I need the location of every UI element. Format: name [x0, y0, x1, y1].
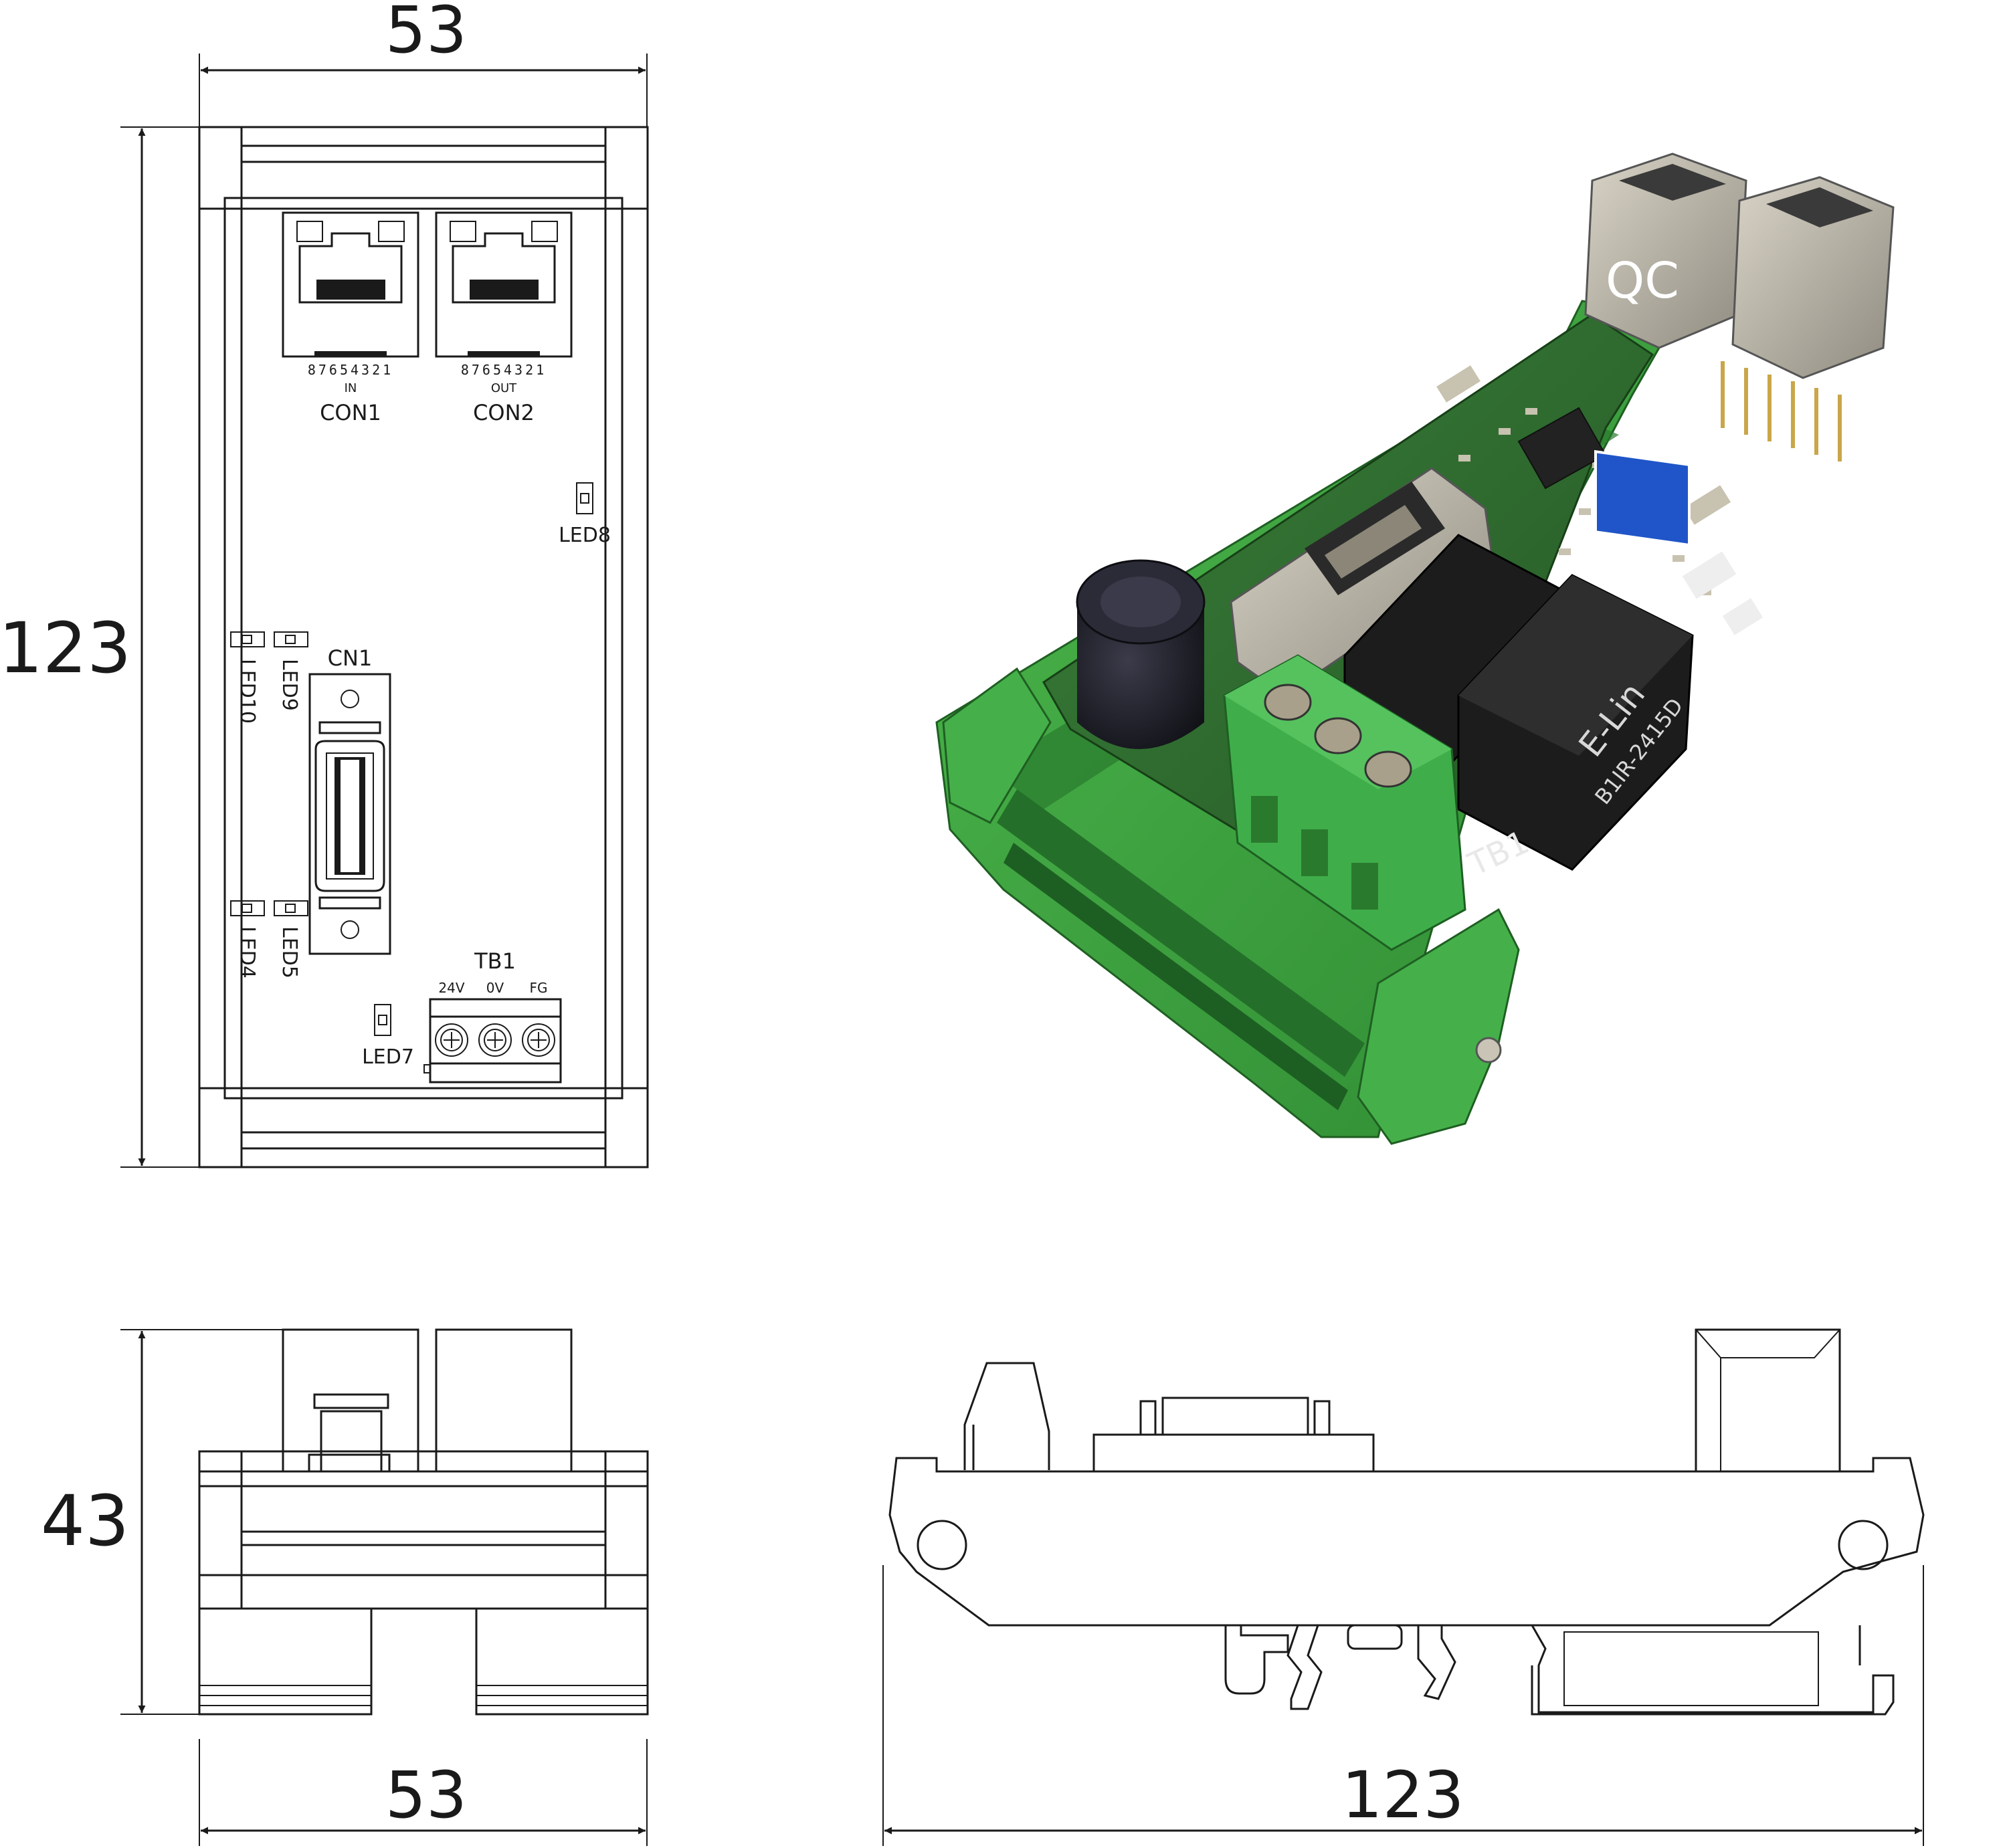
svg-text:LED10: LED10	[235, 659, 259, 724]
led4: LED4	[230, 900, 265, 979]
tb1-terminal-block: TB1 24V 0V FG	[423, 948, 562, 1084]
con2-pin-numbers: 87654321	[461, 362, 547, 378]
top-height-value: 123	[0, 607, 131, 689]
front-height-dimension: 43	[41, 1329, 284, 1715]
svg-text:CN1: CN1	[328, 645, 373, 671]
con1-rj45: 87654321 IN CON1	[282, 211, 419, 425]
svg-text:LED9: LED9	[278, 659, 301, 711]
con1-pin-numbers: 87654321	[308, 362, 393, 378]
tb1-24v-label: 24V	[438, 980, 464, 996]
led9: LED9	[274, 631, 308, 711]
side-view-body	[888, 1328, 1925, 1716]
top-view: 53 123 8	[0, 0, 649, 1168]
con2-rj45: 87654321 OUT CON2	[435, 211, 573, 425]
pcb-small-components	[1436, 365, 1731, 595]
front-view: 43 53	[41, 1328, 649, 1846]
top-width-dimension: 53	[199, 0, 648, 127]
con1-sub-label: IN	[345, 381, 357, 395]
qc-sticker: QC	[1606, 252, 1679, 310]
product-photo: QC E-Lin B1IR-2415D	[935, 152, 1895, 1145]
tb1-0v-label: 0V	[486, 980, 504, 996]
con2-label: CON2	[473, 400, 535, 425]
svg-text:LED7: LED7	[362, 1045, 414, 1069]
electrolytic-capacitor	[1076, 559, 1206, 749]
led8: LED8	[559, 482, 611, 547]
front-width-dimension: 53	[199, 1739, 648, 1846]
svg-text:LED4: LED4	[235, 926, 259, 979]
led10: LED10	[230, 631, 265, 724]
tb1-fg-label: FG	[529, 980, 547, 996]
top-width-value: 53	[385, 0, 467, 68]
top-height-dimension: 123	[0, 126, 201, 1168]
dcdc-modules: E-Lin B1IR-2415D	[1343, 534, 1694, 871]
svg-text:LED5: LED5	[278, 926, 301, 979]
svg-text:TB1: TB1	[474, 948, 516, 974]
pin-header	[1721, 361, 1842, 461]
front-width-value: 53	[385, 1758, 467, 1833]
rail-end-cap	[1357, 908, 1520, 1145]
led5: LED5	[274, 900, 308, 979]
photo-cn1-connector	[1230, 467, 1493, 697]
side-view: 123	[882, 1328, 1925, 1846]
con1-label: CON1	[320, 400, 381, 425]
side-length-dimension: 123	[882, 1565, 1924, 1846]
photo-terminal-block: TB1	[1223, 654, 1535, 951]
svg-text:LED8: LED8	[559, 524, 611, 547]
side-length-value: 123	[1341, 1758, 1464, 1833]
front-view-body	[198, 1328, 649, 1716]
con2-sub-label: OUT	[491, 381, 517, 395]
top-housing	[198, 126, 649, 1168]
photo-rj45-jacks: QC	[1584, 152, 1895, 547]
cn1-connector: CN1	[308, 645, 391, 955]
front-height-value: 43	[41, 1480, 129, 1562]
led7: LED7	[362, 1004, 414, 1069]
